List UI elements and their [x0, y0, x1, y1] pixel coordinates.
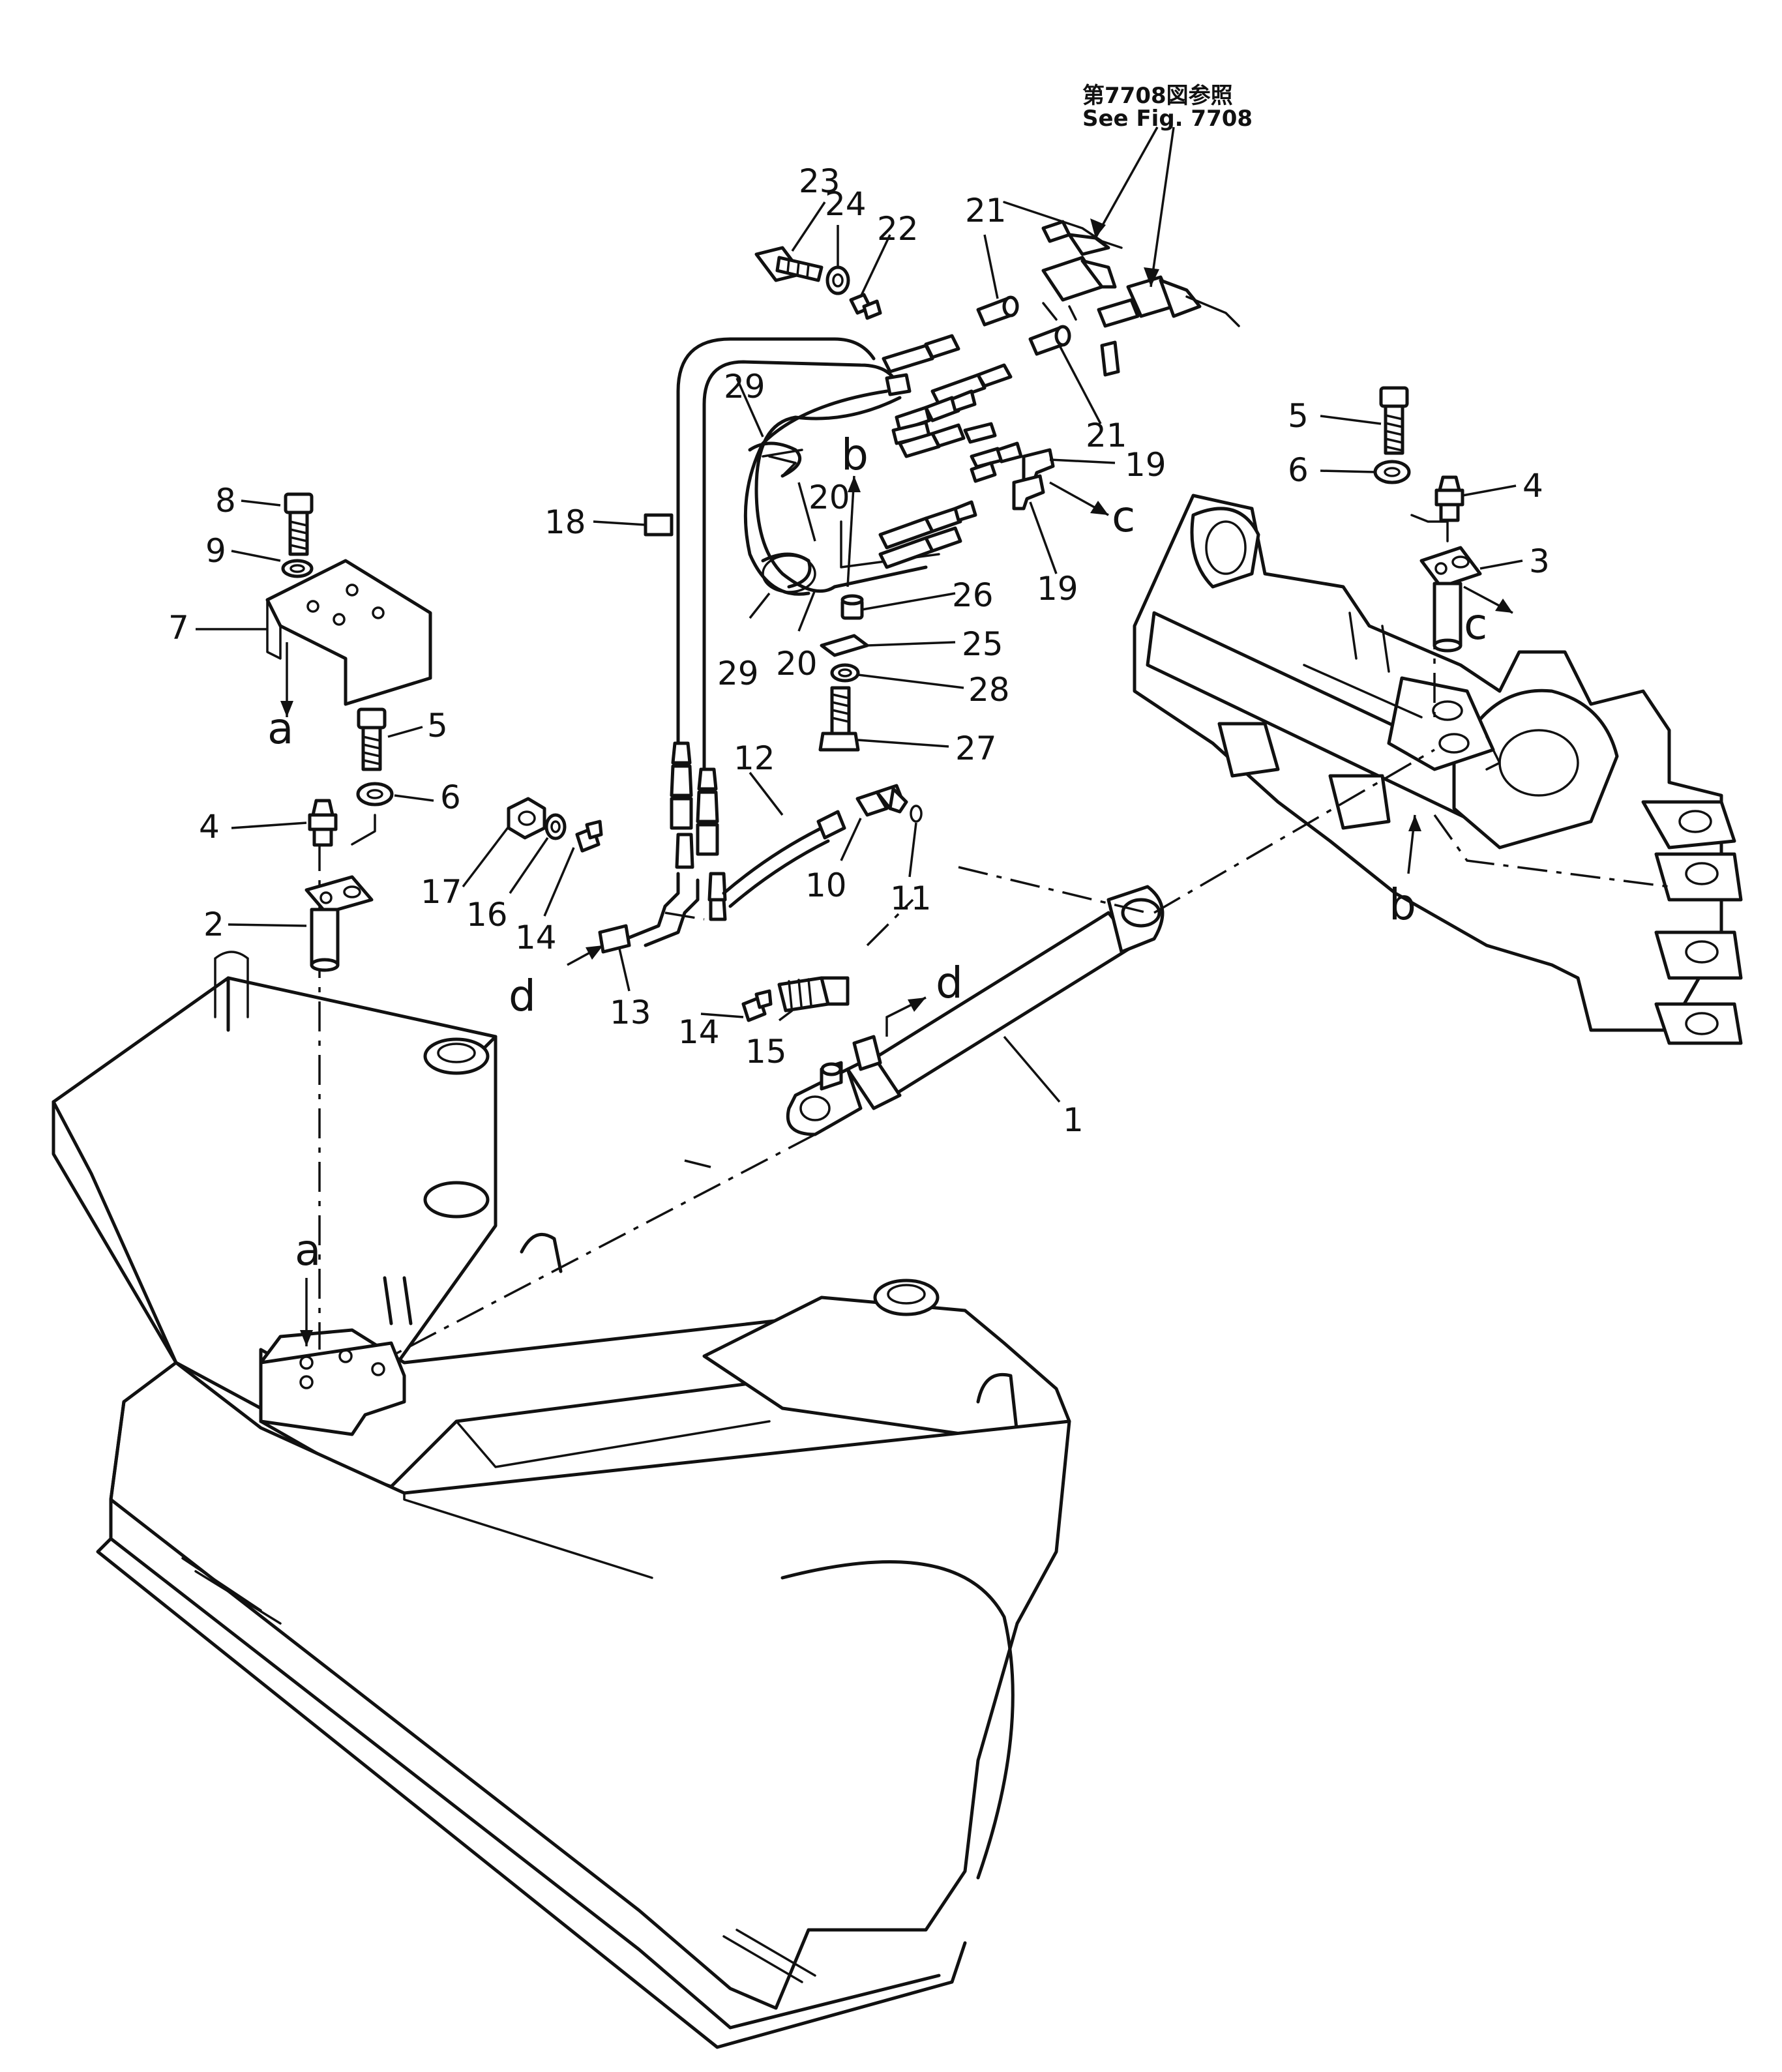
washer-16: [544, 813, 567, 840]
washer-24: [825, 265, 850, 295]
callout-12: 12: [734, 739, 775, 777]
callout-21-upper: 21: [965, 192, 1007, 229]
clamp-25: [820, 634, 869, 657]
callout-labels: 1 2 3 4 4 5 5 6 6 7 8 9 10 11 12 13 14 1…: [168, 162, 1550, 1139]
fittings-upper: [878, 334, 1055, 569]
callout-19-lower: 19: [1037, 570, 1078, 608]
callout-21-lower: 21: [1086, 417, 1127, 454]
letter-d-left: d: [509, 971, 536, 1021]
callout-7: 7: [168, 609, 189, 647]
washer-6-right: [1373, 460, 1411, 484]
callout-6-right: 6: [1288, 451, 1309, 489]
letter-c-upper: c: [1112, 492, 1135, 542]
callout-4-left: 4: [199, 808, 220, 846]
callout-20-lower: 20: [776, 645, 818, 683]
callout-25: 25: [962, 625, 1003, 663]
fittings-lower: [598, 741, 846, 954]
washer-9: [281, 559, 314, 578]
clamp-22: [849, 293, 882, 320]
hose-18: [644, 337, 902, 771]
callout-18: 18: [544, 503, 586, 541]
letter-b-upper: b: [841, 430, 869, 480]
dozer-blade: [52, 951, 1071, 2049]
callout-29-lower: 29: [717, 655, 759, 692]
leader-lines: [196, 201, 1523, 1103]
washer-28: [830, 663, 860, 683]
grease-fitting-4-left: [308, 799, 376, 847]
callout-4-right: 4: [1522, 467, 1543, 505]
letter-a-cover: a: [267, 703, 293, 754]
callout-5-left: 5: [427, 707, 448, 745]
bolt-23: [754, 246, 824, 282]
bolt-8: [284, 492, 314, 556]
cover-7: [265, 559, 432, 706]
connector-21: [976, 295, 1071, 356]
bracket-2: [304, 875, 374, 972]
letter-d-cylinder: d: [936, 958, 963, 1008]
valve-block-ref: [1003, 201, 1240, 377]
callout-23: 23: [799, 162, 840, 200]
bolt-27: [818, 686, 860, 752]
elbow-10: [855, 784, 908, 817]
bracket-3: [1419, 546, 1482, 653]
callout-1: 1: [1063, 1101, 1084, 1139]
callout-11: 11: [890, 880, 932, 917]
bolt-5-right: [1379, 386, 1409, 455]
callout-3: 3: [1529, 542, 1550, 580]
callout-8: 8: [215, 482, 236, 520]
callout-24: 24: [825, 185, 867, 223]
callout-6-left: 6: [440, 778, 461, 816]
letter-b-frame: b: [1389, 880, 1416, 930]
callout-16: 16: [466, 896, 508, 934]
callout-26: 26: [952, 576, 994, 614]
clip-14-upper: [575, 820, 603, 853]
callout-28: 28: [968, 671, 1010, 709]
callout-19-right: 19: [1125, 446, 1166, 484]
callout-17: 17: [421, 873, 462, 911]
callout-9: 9: [205, 532, 226, 570]
callout-14-upper: 14: [515, 919, 557, 956]
bolt-5-left: [357, 707, 387, 771]
clip-14-lower: [741, 989, 773, 1022]
washer-6-left: [356, 782, 394, 807]
letter-c-frame: c: [1464, 599, 1487, 649]
grease-fitting-4-right: [1410, 475, 1464, 542]
letter-a-blade: a: [295, 1225, 321, 1275]
reference-label-jp: 第7708図参照: [1082, 83, 1233, 109]
reference-label-en: See Fig. 7708: [1082, 106, 1253, 132]
callout-20-upper: 20: [809, 479, 850, 516]
clamp-29: [748, 441, 812, 589]
callout-13: 13: [610, 994, 651, 1031]
arrows: [280, 126, 1513, 1346]
callout-22: 22: [877, 210, 919, 248]
callout-14-lower: 14: [678, 1013, 720, 1051]
oring-11: [910, 805, 923, 823]
callout-2: 2: [203, 906, 224, 943]
nut-17: [507, 797, 546, 840]
callout-15: 15: [745, 1033, 787, 1071]
callout-5-right: 5: [1288, 397, 1309, 435]
reference-label: 第7708図参照 See Fig. 7708: [1082, 83, 1253, 132]
bolt-15: [777, 976, 850, 1013]
spacer-26: [840, 594, 864, 620]
callout-27: 27: [955, 730, 997, 767]
tilt-cylinder: [786, 885, 1165, 1136]
view-letters: a a b b c c d d: [267, 430, 1487, 1275]
callout-10: 10: [805, 866, 847, 904]
callout-29-upper: 29: [724, 368, 765, 406]
